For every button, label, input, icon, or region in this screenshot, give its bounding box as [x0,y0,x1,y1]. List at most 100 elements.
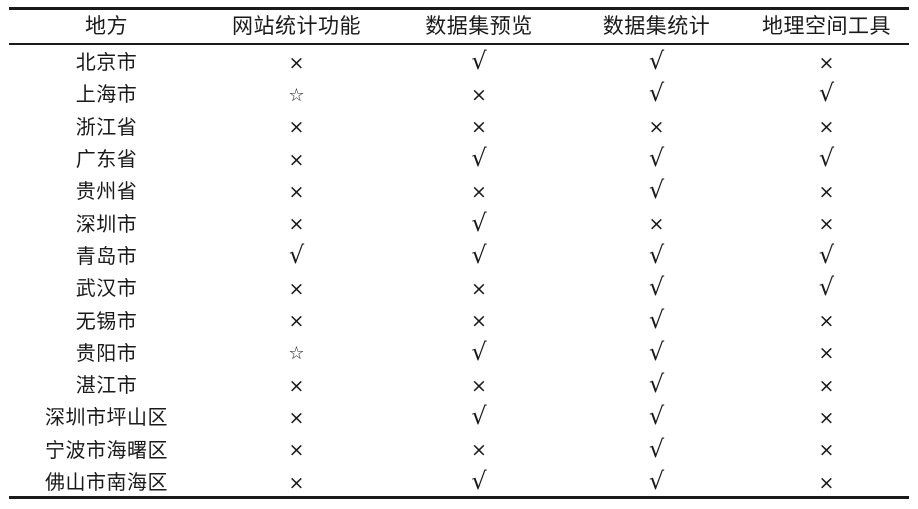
place-name-cell: 广东省 [75,147,138,172]
cross-mark-icon: × [818,180,835,203]
mark-cell-preview: √ [389,46,569,78]
check-mark-icon: √ [288,240,305,269]
place-name-cell: 浙江省 [75,114,138,139]
mark-cell-stats: × [204,434,389,466]
mark-cell-preview: √ [389,466,569,498]
mark-cell-geo: √ [744,240,909,272]
cross-mark-icon: × [288,148,305,171]
cross-mark-icon: × [288,180,305,203]
mark-cell-preview: √ [389,207,569,239]
cross-mark-icon: × [471,374,487,397]
mark-cell-geo: × [744,111,909,143]
cross-mark-icon: × [288,116,305,139]
table-top-rule [9,7,909,10]
check-mark-icon: √ [471,240,487,269]
mark-cell-preview: √ [389,401,569,433]
column-header-label-stats: 网站统计功能 [232,14,361,38]
column-header-label-geo: 地理空间工具 [762,14,891,38]
table-body: 北京市×√√×上海市☆×√√浙江省××××广东省×√√√贵州省××√×深圳市×√… [9,46,909,498]
check-mark-icon: √ [818,144,835,173]
mark-cell-geo: √ [744,143,909,175]
star-outline-icon: ☆ [288,343,305,365]
check-mark-icon: √ [471,337,487,366]
mark-cell-stats: × [204,207,389,239]
place-name-cell: 武汉市 [75,276,138,301]
cross-mark-icon: × [818,51,835,74]
check-mark-icon: √ [648,47,665,76]
mark-cell-stats: ☆ [204,78,389,110]
check-mark-icon: √ [471,467,487,495]
mark-cell-geo: × [744,175,909,207]
table-header-rule [9,43,909,45]
check-mark-icon: √ [648,79,665,108]
cross-mark-icon: × [818,374,835,397]
table-row: 广东省 × √ √ √ [9,143,909,175]
mark-cell-dstats: √ [569,434,744,466]
cross-mark-icon: × [818,342,835,365]
mark-cell-geo: × [744,434,909,466]
check-mark-icon: √ [471,208,487,237]
star-outline-icon: ☆ [288,84,305,106]
mark-cell-geo: × [744,369,909,401]
mark-cell-preview: √ [389,240,569,272]
table-row: 宁波市海曙区 × × √ × [9,434,909,466]
mark-cell-preview: √ [389,337,569,369]
mark-cell-preview: × [389,272,569,304]
check-mark-icon: √ [648,467,665,495]
check-mark-icon: √ [648,434,665,463]
cross-mark-icon: × [471,439,487,462]
mark-cell-geo: × [744,466,909,498]
check-mark-icon: √ [818,240,835,269]
mark-cell-stats: × [204,175,389,207]
place-name-cell: 北京市 [75,50,138,75]
table-row: 无锡市××√× [9,304,909,336]
mark-cell-preview: × [389,111,569,143]
mark-cell-stats: × [204,369,389,401]
cross-mark-icon: × [648,116,665,139]
check-mark-icon: √ [471,144,487,173]
cross-mark-icon: × [471,310,487,333]
cross-mark-icon: × [818,471,835,494]
place-name-cell: 宁波市海曙区 [45,437,168,462]
table-row: 佛山市南海区×√√× [9,466,909,498]
mark-cell-dstats: √ [569,401,744,433]
table-row: 青岛市√√√√ [9,240,909,272]
mark-cell-preview: √ [389,143,569,175]
mark-cell-geo: × [744,304,909,336]
cross-mark-icon: × [471,277,487,300]
cross-mark-icon: × [818,116,835,139]
check-mark-icon: √ [648,240,665,269]
mark-cell-dstats: √ [569,337,744,369]
mark-cell-geo: √ [744,78,909,110]
cross-mark-icon: × [288,471,305,494]
check-mark-icon: √ [818,273,835,302]
table-row: 贵州省××√× [9,175,909,207]
place-name-cell: 湛江市 [75,373,138,398]
mark-cell-dstats: √ [569,175,744,207]
mark-cell-dstats: √ [569,143,744,175]
mark-cell-stats: × [204,401,389,433]
cross-mark-icon: × [288,51,305,74]
check-mark-icon: √ [648,144,665,173]
place-name-cell: 贵州省 [75,179,138,204]
mark-cell-dstats: √ [569,272,744,304]
mark-cell-geo: × [744,207,909,239]
check-mark-icon: √ [648,305,665,334]
header-label-overlay: 地方网站统计功能数据集预览数据集统计地理空间工具 [9,10,909,43]
comparison-table: 北京市×√√×上海市☆×√√浙江省××××广东省×√√√贵州省××√×深圳市×√… [9,0,909,498]
cross-mark-icon: × [288,310,305,333]
column-header-label-preview: 数据集预览 [425,14,533,38]
mark-cell-dstats: × [569,111,744,143]
check-mark-icon: √ [648,273,665,302]
mark-cell-dstats: √ [569,466,744,498]
column-header-label-dstats: 数据集统计 [602,14,711,38]
cross-mark-icon: × [288,213,305,236]
cross-mark-icon: × [288,406,305,429]
check-mark-icon: √ [471,47,487,76]
check-mark-icon: √ [471,402,487,431]
table-row: 深圳市×√×× [9,207,909,239]
mark-cell-stats: ☆ [204,337,389,369]
mark-cell-preview: × [389,175,569,207]
table-row: 北京市 × √ √ × [9,46,909,78]
cross-mark-icon: × [818,213,835,236]
